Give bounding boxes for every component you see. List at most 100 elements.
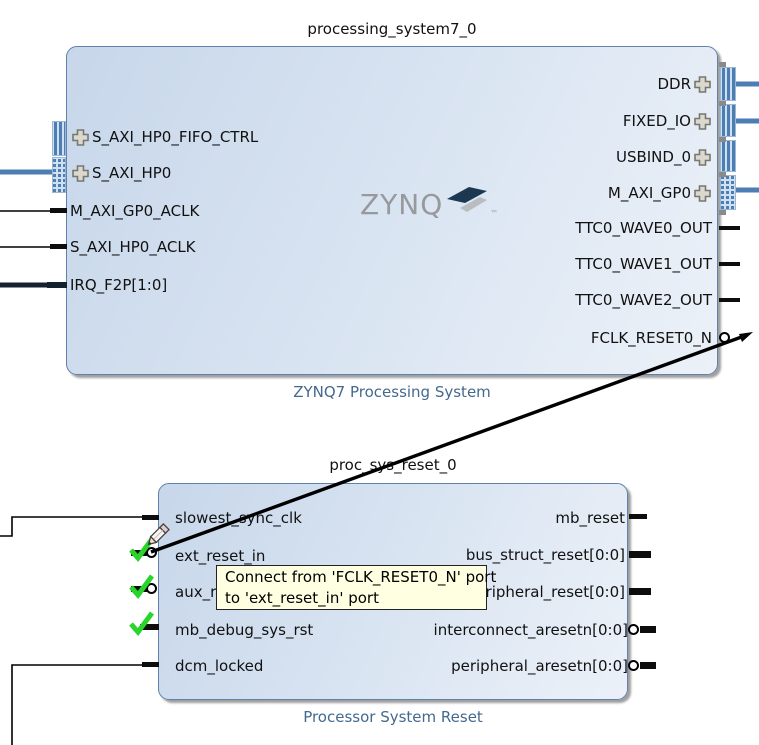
- port-peripheral-aresetn[interactable]: peripheral_aresetn[0:0]: [451, 655, 628, 677]
- valid-connection-check-icon: [129, 574, 155, 599]
- plus-expand-icon[interactable]: [72, 128, 89, 146]
- port-mb-debug-sys-rst[interactable]: mb_debug_sys_rst: [175, 619, 313, 641]
- pin-stub-peripheral-aresetn[interactable]: [640, 662, 656, 669]
- connector-bar-ddr[interactable]: [720, 67, 736, 101]
- port-label: TTC0_WAVE0_OUT: [575, 219, 712, 237]
- bar-separator: [719, 172, 726, 177]
- pin-circle-peripheral-aresetn[interactable]: [628, 660, 639, 671]
- block-subtitle-zynq7-processing-system: ZYNQ7 Processing System: [293, 383, 491, 401]
- valid-connection-check-icon: [129, 611, 155, 636]
- pin-stub-peripheral-reset[interactable]: [629, 588, 651, 595]
- port-irq-f2p[interactable]: IRQ_F2P[1:0]: [70, 274, 167, 296]
- port-label: M_AXI_GP0_ACLK: [70, 202, 200, 220]
- connector-bar-s-axi-hp0-fifo-ctrl[interactable]: [52, 121, 66, 156]
- zynq-chevron-gray: [460, 197, 488, 212]
- port-interconnect-aresetn[interactable]: interconnect_aresetn[0:0]: [434, 619, 628, 641]
- port-label: mb_reset: [555, 509, 625, 527]
- port-m-axi-gp0-aclk[interactable]: M_AXI_GP0_ACLK: [70, 200, 199, 222]
- pin-stub-interconnect-aresetn[interactable]: [640, 626, 656, 633]
- plus-expand-icon[interactable]: [694, 75, 711, 93]
- wire-dcm-locked[interactable]: [11, 664, 142, 745]
- port-ttc0-wave2-out[interactable]: TTC0_WAVE2_OUT: [575, 289, 712, 311]
- port-slowest-sync-clk[interactable]: slowest_sync_clk: [175, 507, 302, 529]
- port-peripheral-reset[interactable]: peripheral_reset[0:0]: [467, 581, 625, 603]
- port-label: S_AXI_HP0: [92, 164, 172, 182]
- port-label: IRQ_F2P[1:0]: [70, 276, 168, 294]
- tooltip-line2: to 'ext_reset_in' port: [225, 589, 379, 607]
- connector-bar-fixed-io[interactable]: [720, 104, 736, 137]
- port-label: peripheral_aresetn[0:0]: [451, 657, 628, 675]
- zynq-trademark: ™: [490, 209, 499, 218]
- port-label: TTC0_WAVE1_OUT: [575, 255, 712, 273]
- block-processing-system7-0[interactable]: [66, 46, 718, 375]
- plus-expand-icon[interactable]: [694, 184, 711, 202]
- port-dcm-locked[interactable]: dcm_locked: [175, 655, 263, 677]
- pin-circle-aux-reset-in[interactable]: [146, 583, 157, 594]
- pencil-cursor-icon: [147, 523, 170, 546]
- port-ttc0-wave1-out[interactable]: TTC0_WAVE1_OUT: [575, 253, 712, 275]
- port-label: peripheral_reset[0:0]: [466, 583, 625, 601]
- port-bus-struct-reset[interactable]: bus_struct_reset[0:0]: [466, 544, 625, 566]
- port-m-axi-gp0[interactable]: M_AXI_GP0: [608, 182, 711, 204]
- bar-separator: [719, 62, 726, 67]
- port-label: FIXED_IO: [622, 112, 691, 130]
- port-mb-reset[interactable]: mb_reset: [555, 507, 625, 529]
- bar-separator: [719, 210, 726, 215]
- port-ddr[interactable]: DDR: [657, 73, 711, 95]
- pin-stub-ttc0-wave2-out[interactable]: [719, 298, 740, 302]
- port-fixed-io[interactable]: FIXED_IO: [623, 110, 711, 132]
- plus-expand-icon[interactable]: [694, 148, 711, 166]
- bar-separator: [719, 101, 726, 106]
- block-subtitle-processor-system-reset: Processor System Reset: [303, 708, 483, 726]
- port-s-axi-hp0-fifo-ctrl[interactable]: S_AXI_HP0_FIFO_CTRL: [72, 126, 258, 148]
- pin-stub-dcm-locked[interactable]: [142, 662, 159, 667]
- pin-stub-s-axi-hp0-aclk[interactable]: [50, 244, 67, 249]
- port-fclk-reset0-n[interactable]: FCLK_RESET0_N: [591, 327, 712, 349]
- zynq-chevron-icon: [447, 187, 488, 212]
- port-label: FCLK_RESET0_N: [590, 329, 712, 347]
- port-ext-reset-in[interactable]: ext_reset_in: [175, 545, 265, 567]
- port-usbind-0[interactable]: USBIND_0: [616, 146, 711, 168]
- pin-stub-ttc0-wave0-out[interactable]: [719, 226, 740, 230]
- port-label: ext_reset_in: [175, 547, 266, 565]
- port-ttc0-wave0-out[interactable]: TTC0_WAVE0_OUT: [575, 217, 712, 239]
- zynq-chevron-dark: [447, 187, 488, 203]
- port-label: S_AXI_HP0_FIFO_CTRL: [92, 128, 259, 146]
- plus-expand-icon[interactable]: [694, 112, 711, 130]
- port-label: USBIND_0: [615, 148, 691, 166]
- port-label: slowest_sync_clk: [175, 509, 302, 527]
- port-s-axi-hp0-aclk[interactable]: S_AXI_HP0_ACLK: [70, 236, 196, 258]
- plus-expand-icon[interactable]: [72, 164, 89, 182]
- zynq-logo-text: ZYNQ: [360, 188, 444, 221]
- connector-bar-s-axi-hp0[interactable]: [52, 157, 66, 193]
- connection-arrowhead: [739, 332, 753, 342]
- port-s-axi-hp0[interactable]: S_AXI_HP0: [72, 162, 171, 184]
- pin-stub-ttc0-wave1-out[interactable]: [719, 262, 740, 266]
- port-label: TTC0_WAVE2_OUT: [575, 291, 712, 309]
- wire-slowest-sync-clk[interactable]: [0, 516, 142, 537]
- connection-tooltip: Connect from 'FCLK_RESET0_N' port to 'ex…: [216, 565, 497, 610]
- tooltip-line1: Connect from 'FCLK_RESET0_N' port: [225, 568, 497, 586]
- pin-stub-m-axi-gp0-aclk[interactable]: [50, 208, 67, 213]
- pin-circle-interconnect-aresetn[interactable]: [628, 624, 639, 635]
- port-label: S_AXI_HP0_ACLK: [70, 238, 196, 256]
- block-title-processing-system7-0: processing_system7_0: [307, 20, 477, 38]
- bar-separator: [719, 137, 726, 142]
- block-title-proc-sys-reset-0: proc_sys_reset_0: [329, 456, 457, 474]
- pin-circle-fclk-reset0-n[interactable]: [719, 332, 730, 343]
- valid-connection-check-icon: [129, 537, 155, 562]
- connector-bar-usbind-0[interactable]: [720, 140, 736, 172]
- port-label: dcm_locked: [175, 657, 264, 675]
- pin-stub-irq-f2p[interactable]: [47, 282, 67, 288]
- pin-stub-bus-struct-reset[interactable]: [629, 551, 651, 558]
- zynq-logo: ZYNQ ™: [360, 187, 499, 221]
- connector-bar-m-axi-gp0[interactable]: [720, 175, 736, 210]
- pin-stub-mb-debug-sys-rst[interactable]: [140, 624, 159, 630]
- port-label: DDR: [657, 75, 691, 93]
- port-label: interconnect_aresetn[0:0]: [433, 621, 628, 639]
- port-label: M_AXI_GP0: [607, 184, 691, 202]
- port-label: mb_debug_sys_rst: [175, 621, 314, 639]
- pin-stub-mb-reset[interactable]: [629, 514, 647, 519]
- pin-stub-aux-reset-in[interactable]: [131, 586, 147, 592]
